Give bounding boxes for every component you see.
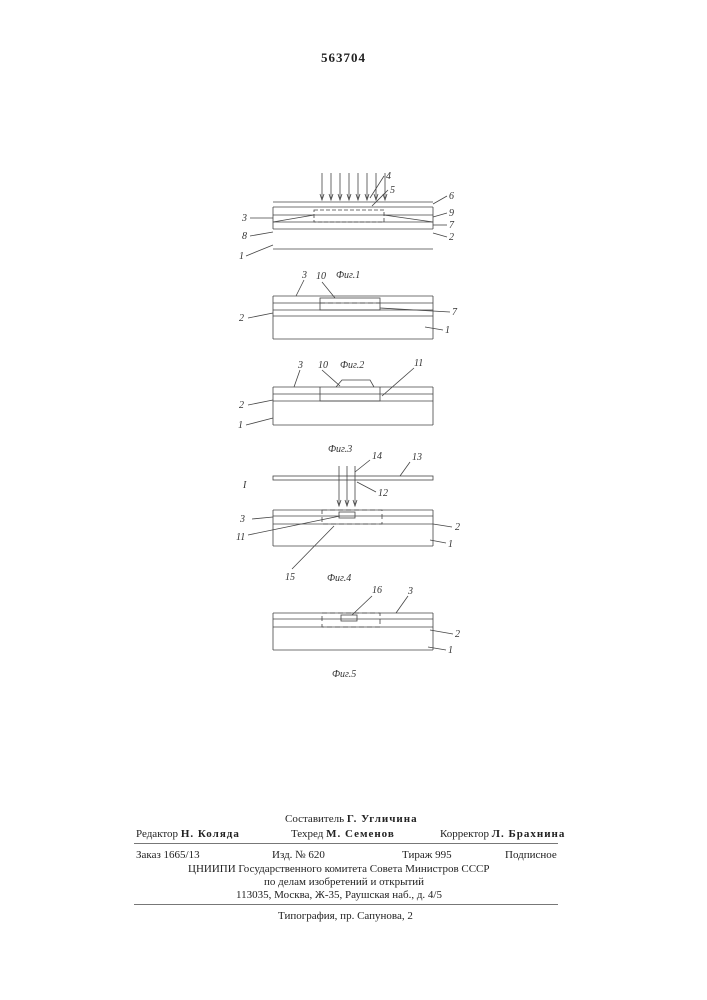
label: 10 [318,360,328,371]
label: 5 [390,185,395,196]
techred-line: Техред М. Семенов [291,828,395,841]
editor-role: Редактор [136,828,178,840]
figure-5-drawing [273,596,453,650]
figure-labels: 4 5 6 9 7 2 3 8 1 Фиг.1 3 10 7 2 1 Фиг.2… [236,171,460,680]
order-number: Заказ 1665/13 [136,849,200,862]
editor-line: Редактор Н. Коляда [136,828,240,841]
print-run: Тираж 995 [402,849,452,862]
compiler-role: Составитель [285,813,344,825]
figure-caption: Фиг.4 [327,573,351,584]
label: 14 [372,451,382,462]
label: 4 [386,171,391,182]
label: 3 [239,514,245,525]
imprint-divider-bottom [134,904,558,905]
org-line-1: ЦНИИПИ Государственного комитета Совета … [188,863,490,876]
techred-role: Техред [291,828,323,840]
label: 1 [239,251,244,262]
label: 7 [452,307,458,318]
edition-number: Изд. № 620 [272,849,325,862]
label: 3 [241,213,247,224]
printing-house: Типография, пр. Сапунова, 2 [278,910,413,923]
label: 15 [285,572,295,583]
label: 2 [239,400,244,411]
corrector-line: Корректор Л. Брахнина [440,828,565,841]
label: 7 [449,220,455,231]
figure-1-drawing [246,173,447,256]
label: 2 [239,313,244,324]
org-line-2: по делам изобретений и открытий [264,876,424,889]
corrector-name: Л. Брахнина [492,828,566,840]
label: 1 [448,645,453,656]
label: 11 [414,358,423,369]
label: 11 [236,532,245,543]
label: 3 [301,270,307,281]
label: 8 [242,231,247,242]
label: 1 [448,539,453,550]
figure-3-drawing [246,368,433,425]
label: 16 [372,585,382,596]
imprint-divider-top [134,843,558,844]
label: I [242,480,247,491]
label: 1 [238,420,243,431]
corrector-role: Корректор [440,828,489,840]
label: 2 [455,522,460,533]
figure-caption: Фиг.5 [332,669,356,680]
compiler-line: Составитель Г. Угличина [285,813,418,826]
editor-name: Н. Коляда [181,828,240,840]
label: 10 [316,271,326,282]
figure-2-drawing [248,280,450,339]
subscription: Подписное [505,849,557,862]
label: 2 [449,232,454,243]
label: 3 [297,360,303,371]
figure-caption: Фиг.2 [340,360,364,371]
figure-caption: Фиг.3 [328,444,352,455]
label: 12 [378,488,388,499]
compiler-name: Г. Угличина [347,813,418,825]
label: 3 [407,586,413,597]
label: 13 [412,452,422,463]
label: 6 [449,191,454,202]
label: 9 [449,208,454,219]
figure-caption: Фиг.1 [336,270,360,281]
label: 1 [445,325,450,336]
address: 113035, Москва, Ж-35, Раушская наб., д. … [236,889,442,902]
figure-4-drawing [248,460,452,569]
label: 2 [455,629,460,640]
techred-name: М. Семенов [326,828,395,840]
